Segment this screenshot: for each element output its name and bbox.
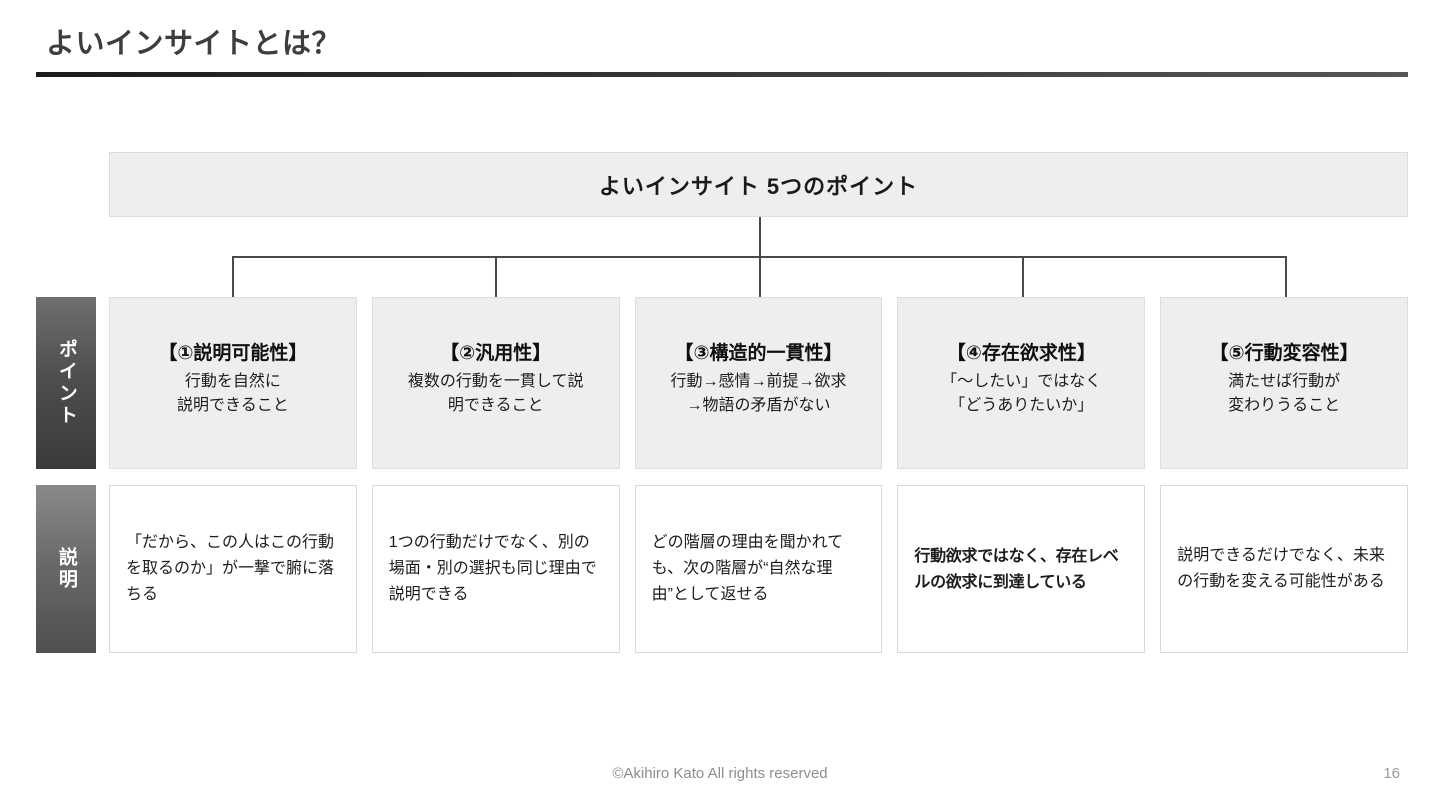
point-card-body-line2: 説明できること <box>177 396 289 414</box>
explanation-card-3[interactable]: どの階層の理由を聞かれても、次の階層が“自然な理由”として返せる <box>634 485 883 653</box>
point-card-1[interactable]: 【①説明可能性】 行動を自然に 説明できること <box>109 297 357 469</box>
points-row: 【①説明可能性】 行動を自然に 説明できること 【②汎用性】 複数の行動を一貫し… <box>109 297 1408 469</box>
explanation-card-2[interactable]: 1つの行動だけでなく、別の場面・別の選択も同じ理由で説明できる <box>371 485 620 653</box>
point-card-body-line2: 変わりうること <box>1228 396 1341 414</box>
point-card-body-line2: 明できること <box>447 396 544 414</box>
point-card-body-line1: 「〜したい」ではなく <box>941 372 1102 390</box>
connector-drop-5 <box>1285 256 1287 298</box>
point-card-body-line1: 複数の行動を一貫して説 <box>407 372 584 390</box>
connector-drop-4 <box>1022 256 1024 298</box>
page-title: よいインサイトとは？ <box>46 28 342 60</box>
point-card-title: 【④存在欲求性】 <box>946 343 1096 365</box>
point-card-body-line1: 行動を自然に <box>184 372 281 390</box>
explanation-text: 1つの行動だけでなく、別の場面・別の選択も同じ理由で説明できる <box>388 534 597 603</box>
title-divider <box>36 72 1408 77</box>
point-card-2[interactable]: 【②汎用性】 複数の行動を一貫して説 明できること <box>371 297 620 469</box>
footer-copyright: ©Akihiro Kato All rights reserved <box>612 765 828 782</box>
header-box: よいインサイト 5つのポイント <box>109 152 1408 217</box>
connector-drop-1 <box>232 256 234 298</box>
point-card-3[interactable]: 【③構造的一貫性】 行動→感情→前提→欲求 →物語の矛盾がない <box>634 297 883 469</box>
point-card-5[interactable]: 【⑤行動変容性】 満たせば行動が 変わりうること <box>1160 297 1408 469</box>
point-card-title: 【②汎用性】 <box>440 343 552 365</box>
point-card-title: 【⑤行動変容性】 <box>1209 343 1359 365</box>
row-label-explanation: 説明 <box>36 485 96 653</box>
explanation-text: 「だから、この人はこの行動を取るのか」が一撃で腑に落ちる <box>126 534 335 603</box>
point-card-title: 【①説明可能性】 <box>158 343 308 365</box>
connector-drop-2 <box>495 256 497 298</box>
point-card-body-line1: 満たせば行動が <box>1228 372 1341 390</box>
explanation-text: どの階層の理由を聞かれても、次の階層が“自然な理由”として返せる <box>651 534 844 603</box>
explanation-card-5[interactable]: 説明できるだけでなく、未来の行動を変える可能性がある <box>1160 485 1408 653</box>
header-box-label: よいインサイト 5つのポイント <box>598 173 919 199</box>
explanation-card-1[interactable]: 「だから、この人はこの行動を取るのか」が一撃で腑に落ちる <box>109 485 357 653</box>
connector-stem <box>759 217 761 257</box>
explanation-text: 行動欲求ではなく、存在レベルの欲求に到達している <box>914 546 1119 591</box>
row-label-points: ポイント <box>36 297 96 469</box>
point-card-body-line2: 「どうありたいか」 <box>949 396 1094 414</box>
explanation-card-4[interactable]: 行動欲求ではなく、存在レベルの欲求に到達している <box>897 485 1146 653</box>
footer-page-number: 16 <box>1383 765 1400 782</box>
explanations-row: 「だから、この人はこの行動を取るのか」が一撃で腑に落ちる 1つの行動だけでなく、… <box>109 485 1408 653</box>
point-card-title: 【③構造的一貫性】 <box>674 343 843 365</box>
point-card-body-line1: 行動→感情→前提→欲求 <box>670 372 847 390</box>
connector-drop-3 <box>759 256 761 298</box>
point-card-body-line2: →物語の矛盾がない <box>686 396 831 414</box>
point-card-4[interactable]: 【④存在欲求性】 「〜したい」ではなく 「どうありたいか」 <box>897 297 1146 469</box>
explanation-text: 説明できるだけでなく、未来の行動を変える可能性がある <box>1177 547 1385 590</box>
